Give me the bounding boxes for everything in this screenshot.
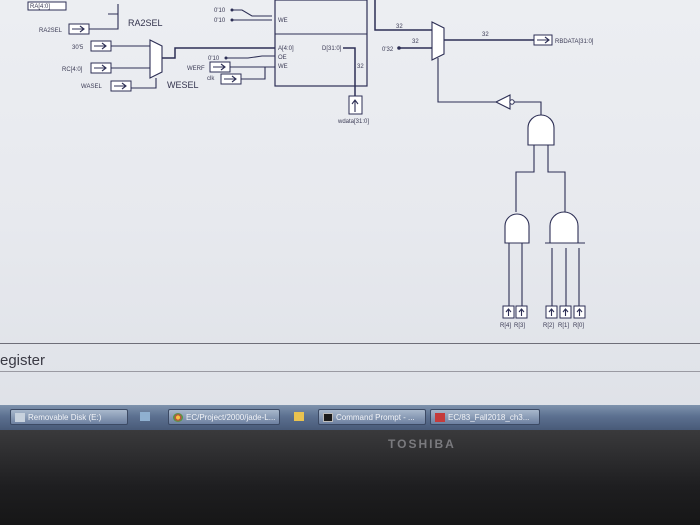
input-label-r4: R[4] xyxy=(500,323,511,329)
bus-mark-4: 32 xyxy=(482,32,489,38)
taskbar-item-label: EC/83_Fall2018_ch3... xyxy=(448,413,530,422)
monitor-brand-logo: TOSHIBA xyxy=(388,437,456,451)
taskbar-item-label: Command Prompt - ... xyxy=(336,413,415,422)
const-31: 30'5 xyxy=(72,45,84,51)
ra2sel-pin[interactable]: RA2SEL xyxy=(39,23,90,35)
bus-mark-1: 32 xyxy=(357,64,364,70)
input-label-r3: R[3] xyxy=(514,323,525,329)
port-d: D[31:0] xyxy=(322,46,342,52)
input-pin-r2[interactable] xyxy=(545,305,558,319)
input-pin-r1[interactable] xyxy=(559,305,572,319)
input-pin-r0[interactable] xyxy=(573,305,586,319)
we-port-top: WE xyxy=(278,18,288,24)
rbdata-label: RBDATA[31:0] xyxy=(555,39,594,45)
ra2sel-pin-label: RA2SEL xyxy=(39,28,63,34)
and-gate-left[interactable] xyxy=(504,213,530,244)
ra-input-label: RA[4:0] xyxy=(30,4,50,10)
const-a: 0'10 xyxy=(214,8,226,14)
and-gate-top[interactable] xyxy=(527,114,555,146)
taskbar-item-unknown[interactable] xyxy=(136,409,158,425)
document-icon xyxy=(435,413,445,423)
chrome-icon xyxy=(173,413,183,423)
rc-pin-label: RC[4:0] xyxy=(62,67,83,73)
port-addr: A[4:0] xyxy=(278,46,294,52)
taskbar-item-label: EC/Project/2000/jade-L... xyxy=(186,413,276,422)
port-oe: OE xyxy=(278,55,287,61)
wasel-pin-label: WASEL xyxy=(81,84,102,90)
taskbar-item-removable-disk[interactable]: Removable Disk (E:) xyxy=(10,409,128,425)
screen: RA[4:0] RA2SEL RA2SEL 0'10 0'10 WE A[4:0… xyxy=(0,0,700,405)
terminal-icon xyxy=(323,413,333,423)
inverter-gate[interactable] xyxy=(494,94,511,110)
input-label-r2: R[2] xyxy=(543,323,554,329)
taskbar-item-jade[interactable]: EC/Project/2000/jade-L... xyxy=(168,409,280,425)
input-pin-r4[interactable] xyxy=(502,305,515,319)
and-gate-right[interactable] xyxy=(549,211,579,244)
bus-mark-2: 32 xyxy=(412,39,419,45)
taskbar-item-label: Removable Disk (E:) xyxy=(28,413,102,422)
register-file-block[interactable] xyxy=(274,0,368,87)
const-c: 0'10 xyxy=(208,56,220,62)
input-label-r0: R[0] xyxy=(573,323,584,329)
taskbar: Removable Disk (E:) EC/Project/2000/jade… xyxy=(0,405,700,430)
clk-pin-label: clk xyxy=(207,76,215,82)
wdata-label: wdata[31:0] xyxy=(337,119,369,125)
output-mux[interactable] xyxy=(431,21,445,61)
wesel-label: WESEL xyxy=(167,80,199,90)
folder-icon xyxy=(294,412,304,422)
werf-pin-label: WERF xyxy=(187,66,205,72)
schematic-canvas[interactable]: RA[4:0] RA2SEL RA2SEL 0'10 0'10 WE A[4:0… xyxy=(0,0,700,345)
drive-icon xyxy=(15,413,25,423)
monitor-bezel xyxy=(0,430,700,525)
ra-input-pin[interactable]: RA[4:0] xyxy=(27,1,67,11)
taskbar-item-command-prompt[interactable]: Command Prompt - ... xyxy=(318,409,426,425)
app-icon xyxy=(140,412,150,422)
const-b: 0'10 xyxy=(214,18,226,24)
const-32: 0'32 xyxy=(382,47,394,53)
ra2-mux[interactable] xyxy=(149,39,163,79)
ra2sel-label: RA2SEL xyxy=(128,18,163,28)
panel-divider xyxy=(0,343,700,344)
module-title-partial: egister xyxy=(0,352,46,369)
bus-mark-3: 32 xyxy=(396,24,403,30)
port-we: WE xyxy=(278,64,288,70)
taskbar-item-folder[interactable] xyxy=(290,409,310,425)
panel-bottom-line xyxy=(0,371,700,372)
input-label-r1: R[1] xyxy=(558,323,569,329)
input-pin-r3[interactable] xyxy=(515,305,528,319)
taskbar-item-ec-fall2018[interactable]: EC/83_Fall2018_ch3... xyxy=(430,409,540,425)
